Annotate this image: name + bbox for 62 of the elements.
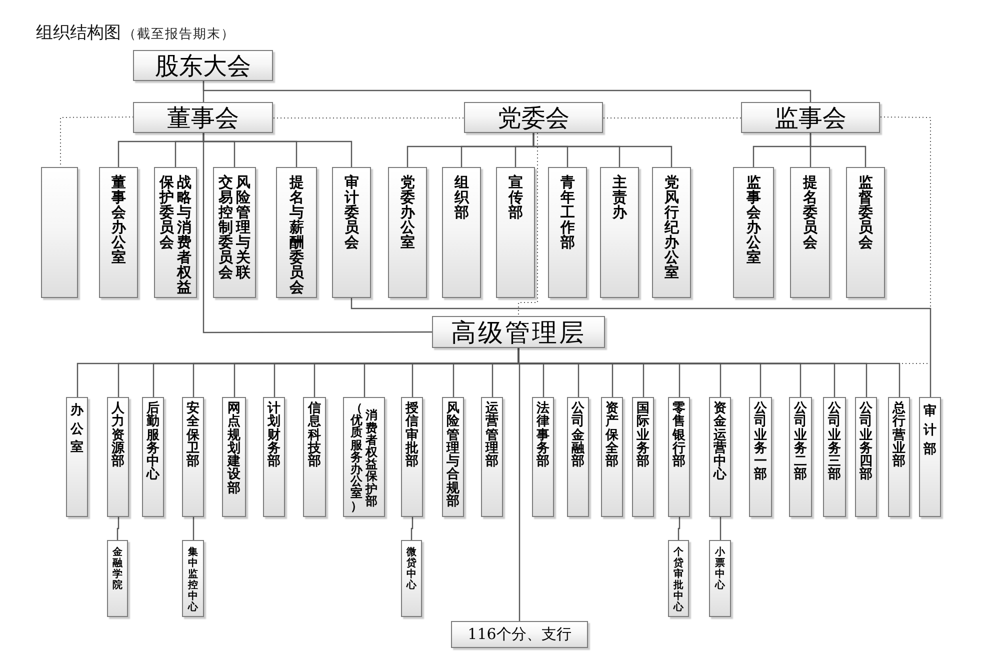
org-unit-box: 监事会办公室	[733, 167, 774, 298]
org-unit-box: 办公室	[66, 397, 88, 517]
org-unit-box: 微贷中心	[401, 540, 422, 617]
org-unit-box: 运营管理部	[481, 397, 503, 517]
org-unit-box: 党委办公室	[388, 167, 427, 298]
connector-line	[192, 517, 194, 540]
chart-title: 组织结构图	[36, 22, 121, 44]
connector-line	[202, 81, 812, 102]
org-unit-box: 审计部	[919, 397, 941, 517]
org-unit-box: 计划财务部	[263, 397, 285, 517]
org-unit-box: 党风行纪办公室	[652, 167, 691, 298]
org-unit-box: 授信审批部	[401, 397, 423, 517]
org-unit-box: 国际业务部	[632, 397, 654, 517]
org-unit-box: 公司金融部	[567, 397, 589, 517]
org-unit-box: 股东大会	[133, 50, 273, 81]
org-unit-box: 董事会	[133, 102, 273, 133]
connector-line	[202, 133, 432, 334]
org-unit-box: 提名委员会	[790, 167, 830, 298]
connector-line	[350, 298, 932, 397]
org-unit-box: 集中监控中心	[182, 540, 204, 617]
connector-line	[678, 517, 680, 540]
connector-line	[410, 517, 414, 540]
org-unit-box: 董事会办公室	[99, 167, 138, 298]
dotted-connector-line	[518, 132, 538, 316]
org-unit-box: 风险管理与合规部	[442, 397, 464, 517]
org-unit-box: 青年工作部	[548, 167, 587, 298]
org-unit-box: 总行营业部	[888, 397, 910, 517]
org-unit-box: 高级管理层	[432, 316, 605, 348]
connector-line	[720, 517, 722, 540]
org-unit-box: 公司业务四部	[855, 397, 877, 517]
org-unit-box: 网点规划建设部	[222, 397, 246, 517]
org-unit-box: 宣传部	[496, 167, 535, 298]
org-unit-box: 资产保全部	[601, 397, 623, 517]
connector-line	[810, 133, 866, 167]
org-unit-box: 资金运营中心	[709, 397, 731, 517]
org-unit-box: 战略与消费者权益保护委员会	[154, 167, 197, 298]
org-unit-box: 公司业务一部	[749, 397, 772, 517]
org-unit-box: 后勤服务中心	[142, 397, 164, 517]
org-unit-box: 风险管理与关联交易控制委员会	[213, 167, 256, 298]
org-unit-box: 人力资源部	[107, 397, 129, 517]
dotted-connector-line	[60, 116, 134, 168]
org-unit-box: 零售银行部	[668, 397, 690, 517]
date-note: （截至报告期末）	[123, 26, 235, 43]
org-unit-box: 个贷审批中心	[668, 540, 689, 617]
org-unit-box: 信息科技部	[303, 397, 326, 517]
org-unit-box: 监事会	[741, 102, 880, 133]
org-unit-box: 116个分、支行	[451, 621, 588, 648]
org-unit-box	[41, 167, 78, 298]
org-unit-box: 提名与薪酬委员会	[276, 167, 317, 298]
org-unit-box: 组织部	[442, 167, 481, 298]
org-unit-box: 法律事务部	[532, 397, 554, 517]
org-unit-box: 安全保卫部	[182, 397, 204, 517]
connector-line	[116, 517, 120, 540]
org-unit-box: 金融学院	[107, 540, 128, 617]
org-unit-box: 监督委员会	[846, 167, 885, 298]
connector-line	[532, 133, 672, 167]
org-unit-box: 小票中心	[709, 540, 731, 617]
org-unit-box: 审计委员会	[332, 167, 371, 298]
org-unit-box: 公司业务三部	[823, 397, 846, 517]
org-unit-box: 公司业务二部	[789, 397, 812, 517]
org-unit-box: 主责办	[600, 167, 639, 298]
org-unit-box: 党委会	[464, 102, 603, 133]
